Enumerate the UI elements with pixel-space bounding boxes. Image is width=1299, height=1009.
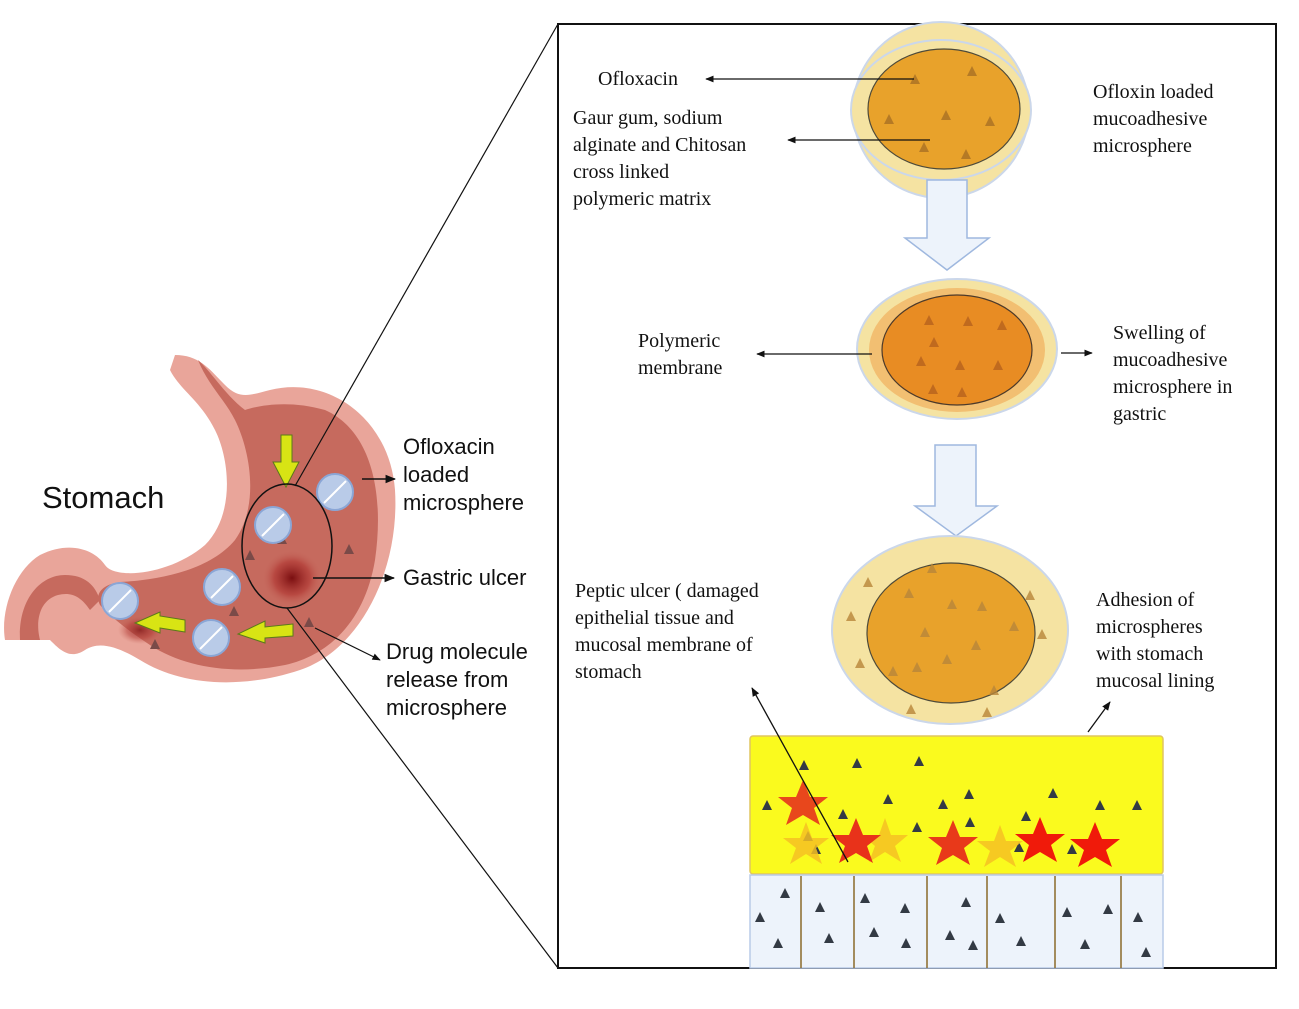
microsphere bbox=[316, 473, 354, 511]
flow-arrow-1 bbox=[902, 179, 992, 271]
star-gold bbox=[783, 822, 829, 864]
stage2-microsphere bbox=[856, 278, 1058, 420]
stage1-microsphere bbox=[850, 21, 1032, 199]
star-red bbox=[831, 818, 881, 863]
star-red bbox=[1070, 822, 1120, 867]
ulcer-spot bbox=[262, 550, 322, 606]
flow-arrow-2 bbox=[912, 444, 1000, 537]
svg-text:Ofloxacin: Ofloxacin bbox=[598, 68, 678, 90]
movement-arrows bbox=[133, 434, 300, 644]
svg-text:Gastric ulcer: Gastric ulcer bbox=[403, 565, 526, 590]
zoom-connector-bottom bbox=[286, 607, 559, 969]
star-red bbox=[1015, 817, 1065, 862]
star-gold bbox=[862, 818, 908, 862]
duodenum bbox=[19, 575, 101, 640]
stage3-microsphere bbox=[831, 535, 1069, 725]
ulcer-stars bbox=[778, 780, 1120, 867]
left-arrow-icon bbox=[236, 620, 294, 644]
stomach-title: Stomach bbox=[42, 480, 164, 515]
epithelial-layer bbox=[749, 874, 1164, 969]
microspheres bbox=[101, 473, 354, 657]
label-gastric-ulcer: Gastric ulcer bbox=[313, 565, 526, 590]
star-gold bbox=[977, 825, 1023, 867]
stomach-illustration bbox=[4, 355, 396, 683]
left-arrow-icon bbox=[133, 611, 186, 634]
microsphere bbox=[254, 506, 292, 544]
microsphere bbox=[203, 568, 241, 606]
microsphere bbox=[192, 619, 230, 657]
down-arrow-icon bbox=[272, 434, 300, 489]
mucosal-layer bbox=[749, 735, 1164, 875]
stage1-drug-label: Ofloxacin bbox=[598, 68, 914, 90]
microsphere bbox=[101, 582, 139, 620]
star-red bbox=[778, 780, 828, 825]
star-red bbox=[928, 820, 978, 865]
zoom-connector-top bbox=[294, 23, 559, 487]
